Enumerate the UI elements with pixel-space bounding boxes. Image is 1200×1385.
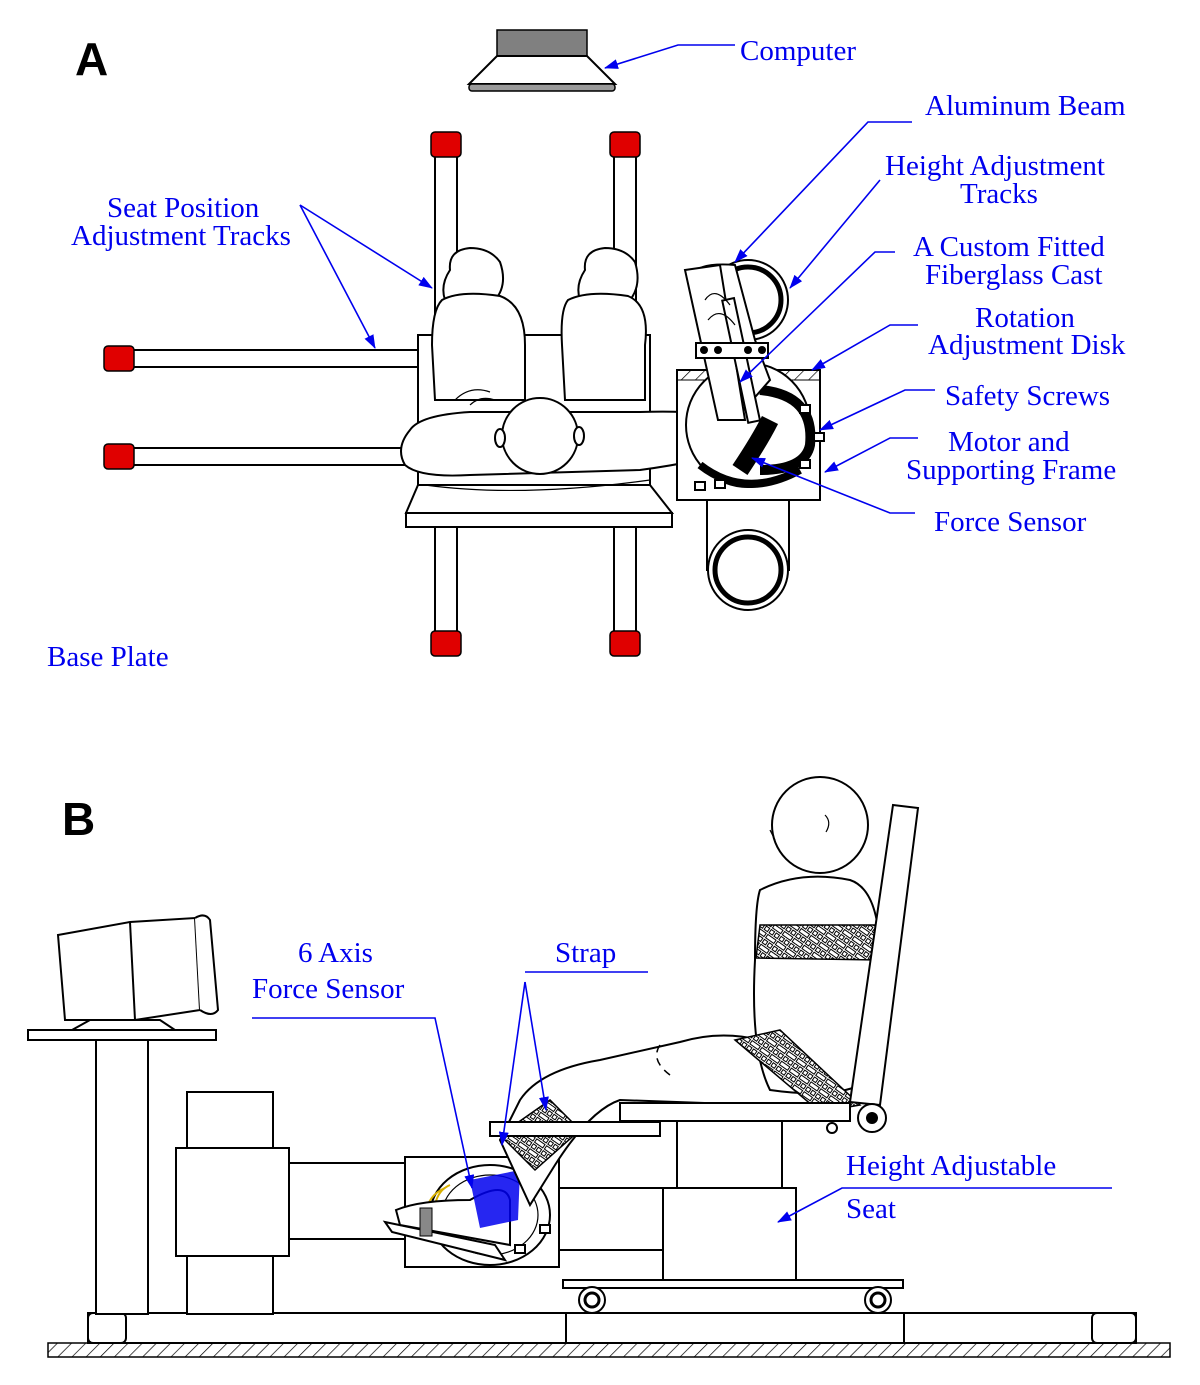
label-aluminum-beam: Aluminum Beam [925,90,1126,122]
height-adjustable-seat [489,803,920,1314]
label-safety-screws: Safety Screws [945,380,1110,412]
label-cast-line1: A Custom Fitted [913,231,1105,263]
label-cast-line2: Fiberglass Cast [925,259,1103,291]
track-cap [609,630,641,657]
label-seat-tracks-line2: Adjustment Tracks [71,220,291,252]
track-cap [430,131,462,158]
label-base-plate: Base Plate [47,641,169,673]
computer-top-view [466,29,618,92]
label-seat-tracks-line1: Seat Position [107,192,260,224]
panel-b: B [27,776,1171,1358]
panel-a: A [47,29,1126,673]
label-six-axis: 6 Axis [298,937,373,969]
seated-person-top-view [400,246,762,492]
ground-base [47,1312,1171,1358]
seat-position-tracks-horizontal [103,345,421,470]
label-force-sensor: Force Sensor [934,506,1087,538]
track-cap [430,630,462,657]
label-rotation-line2: Adjustment Disk [928,329,1126,361]
label-rotation-line1: Rotation [975,302,1075,334]
foot-plate-and-sensor [382,1164,551,1266]
label-motor-line1: Motor and [948,426,1070,458]
label-height-tracks-line1: Height Adjustment [885,150,1105,182]
label-height-tracks-line2: Tracks [960,178,1038,210]
label-seat: Seat [846,1193,896,1225]
label-force-sensor-b: Force Sensor [252,973,405,1005]
leader-lines-a [299,44,935,514]
seated-person-side-view [498,776,882,1208]
leader-lines-b [252,971,1112,1223]
computer-side-view [27,914,220,1315]
track-cap [609,131,641,158]
label-height-adjustable: Height Adjustable [846,1150,1056,1182]
track-cap [103,443,135,470]
label-computer: Computer [740,35,856,67]
panel-b-letter: B [62,793,95,845]
track-cap [103,345,135,372]
label-motor-line2: Supporting Frame [906,454,1116,486]
panel-a-letter: A [75,33,108,85]
label-strap: Strap [555,937,616,969]
motor-housing [175,1091,665,1315]
motor-and-rotation-disk [676,259,825,611]
